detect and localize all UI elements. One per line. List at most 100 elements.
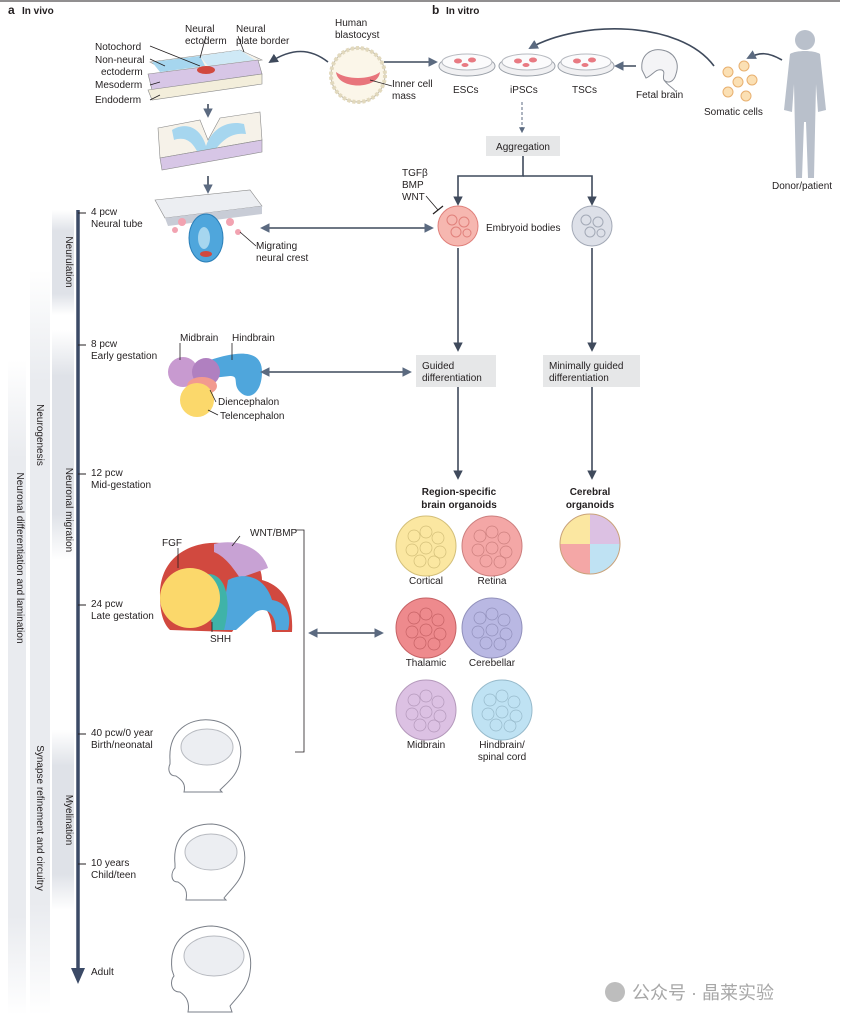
band-myelination [52, 730, 74, 910]
guided-box [416, 355, 496, 387]
head-neonatal-illustration [168, 719, 242, 793]
dish-tscs-illustration [557, 53, 615, 77]
head-child-illustration [171, 823, 246, 901]
phase-differentiation: Neuronal differentiation and lamination [14, 472, 25, 643]
signal-fgf: FGF [162, 538, 182, 549]
head-adult-illustration [171, 925, 252, 1013]
neural-tube-illustration [154, 189, 263, 263]
arrow-blastocyst-to-embryo [268, 50, 329, 64]
dish-ipscs-illustration [498, 53, 556, 77]
inhibitor-bar [432, 205, 444, 215]
icm-leader [369, 79, 393, 87]
layer-non-neural: Non-neural [95, 55, 144, 66]
arrow-somatic-to-ipscs [528, 28, 715, 67]
layer-mesoderm: Mesoderm [95, 80, 142, 91]
organoid-6: Hindbrain/spinal cord [471, 679, 533, 763]
neural-fold-illustration [157, 111, 263, 171]
neural-crest-leader [239, 231, 257, 247]
region-hindbrain: Hindbrain [232, 333, 275, 344]
label-plate-border-1: Neural [236, 24, 265, 35]
signal-wnt-bmp: WNT/BMP [250, 528, 298, 539]
arrow-aggregation-to-eb-left [453, 156, 524, 206]
organoid-5: Midbrain [395, 679, 457, 751]
organoid-label-3: Thalamic [406, 658, 447, 669]
phase-neuronal-migration: Neuronal migration [63, 468, 74, 553]
timeline-pcw-10y: 10 years [91, 858, 129, 869]
timeline-desc-12: Mid-gestation [91, 480, 151, 491]
organoid-2: Retina [461, 515, 523, 587]
brain-24pcw-illustration [160, 542, 293, 632]
signal-bmp: BMP [402, 180, 424, 191]
icm-label-2: mass [392, 91, 416, 102]
embryoid-body-unguided [571, 205, 613, 247]
band-neuronal-migration [52, 330, 74, 560]
phase-neurulation: Neurulation [63, 236, 74, 287]
stem-ipscs: iPSCs [510, 85, 538, 96]
timeline-desc-4: Neural tube [91, 219, 143, 230]
layer-ectoderm: ectoderm [101, 67, 143, 78]
stem-somatic-cells: Somatic cells [704, 107, 763, 118]
bracket-24pcw-to-neonatal [295, 529, 305, 753]
embryoid-body-guided [437, 205, 479, 247]
label-neural-ectoderm-1: Neural [185, 24, 214, 35]
blastocyst-title-1: Human [335, 18, 367, 29]
arrow-aggregation-to-eb-right [523, 175, 597, 206]
organoid-label-6-line2: spinal cord [478, 752, 526, 763]
embryo-layers-illustration [147, 49, 264, 101]
panel-a-title: In vivo [22, 6, 54, 17]
band-synapse-outer [30, 270, 50, 1015]
embryoid-bodies-label: Embryoid bodies [486, 223, 560, 234]
timeline-pcw-4: 4 pcw [91, 207, 118, 218]
organoid-label-2: Retina [478, 576, 507, 587]
label-neural-ectoderm-2: ectoderm [185, 36, 227, 47]
timeline-desc-40: Birth/neonatal [91, 740, 153, 751]
aggregation-box [486, 136, 560, 156]
label-plate-border-2: plate border [236, 36, 290, 47]
stem-donor-patient: Donor/patient [772, 181, 832, 192]
region-specific-line2: brain organoids [421, 500, 497, 511]
somatic-cells-illustration [722, 60, 758, 102]
minimally-guided-box [543, 355, 640, 387]
timeline-pcw-adult: Adult [91, 967, 114, 978]
panel-a-letter: a [8, 3, 15, 17]
blastocyst-illustration [329, 46, 387, 104]
organoid-1: Cortical [395, 515, 457, 587]
organoid-3: Thalamic [395, 597, 457, 669]
layer-notochord: Notochord [95, 42, 141, 53]
minimally-guided-line2: differentiation [549, 373, 609, 384]
timeline-desc-24: Late gestation [91, 611, 154, 622]
timeline-pcw-24: 24 pcw [91, 599, 123, 610]
donor-silhouette [784, 30, 826, 178]
stem-tscs: TSCs [572, 85, 597, 96]
watermark: 公众号 · 晶莱实验 [632, 983, 774, 1003]
timeline-pcw-12: 12 pcw [91, 468, 123, 479]
icm-label-1: Inner cell [392, 79, 433, 90]
timeline-desc-8: Early gestation [91, 351, 157, 362]
watermark-icon [605, 982, 625, 1002]
dish-escs-illustration [438, 53, 496, 77]
organoid-label-4: Cerebellar [469, 658, 516, 669]
panel-b-title: In vitro [446, 6, 479, 17]
organoid-label-1: Cortical [409, 576, 443, 587]
guided-line2: differentiation [422, 373, 482, 384]
region-midbrain: Midbrain [180, 333, 218, 344]
brain-8pcw-leaders [179, 343, 233, 416]
cerebral-line2: organoids [566, 500, 615, 511]
embryo-layer-leaders [149, 35, 245, 101]
minimally-guided-line1: Minimally guided [549, 361, 623, 372]
timeline-desc-10y: Child/teen [91, 870, 136, 881]
neural-crest-2: neural crest [256, 253, 308, 264]
arrow-donor-to-somatic [746, 50, 783, 61]
inhibitor-line [425, 195, 439, 211]
organoid-4: Cerebellar [461, 597, 523, 669]
panel-b-letter: b [432, 3, 439, 17]
signal-shh: SHH [210, 634, 231, 645]
region-specific-line1: Region-specific [422, 487, 497, 498]
aggregation-label: Aggregation [496, 142, 550, 153]
stem-fetal-brain: Fetal brain [636, 90, 683, 101]
signal-wnt: WNT [402, 192, 425, 203]
band-differentiation [8, 360, 26, 1015]
fetal-brain-illustration [641, 49, 678, 93]
